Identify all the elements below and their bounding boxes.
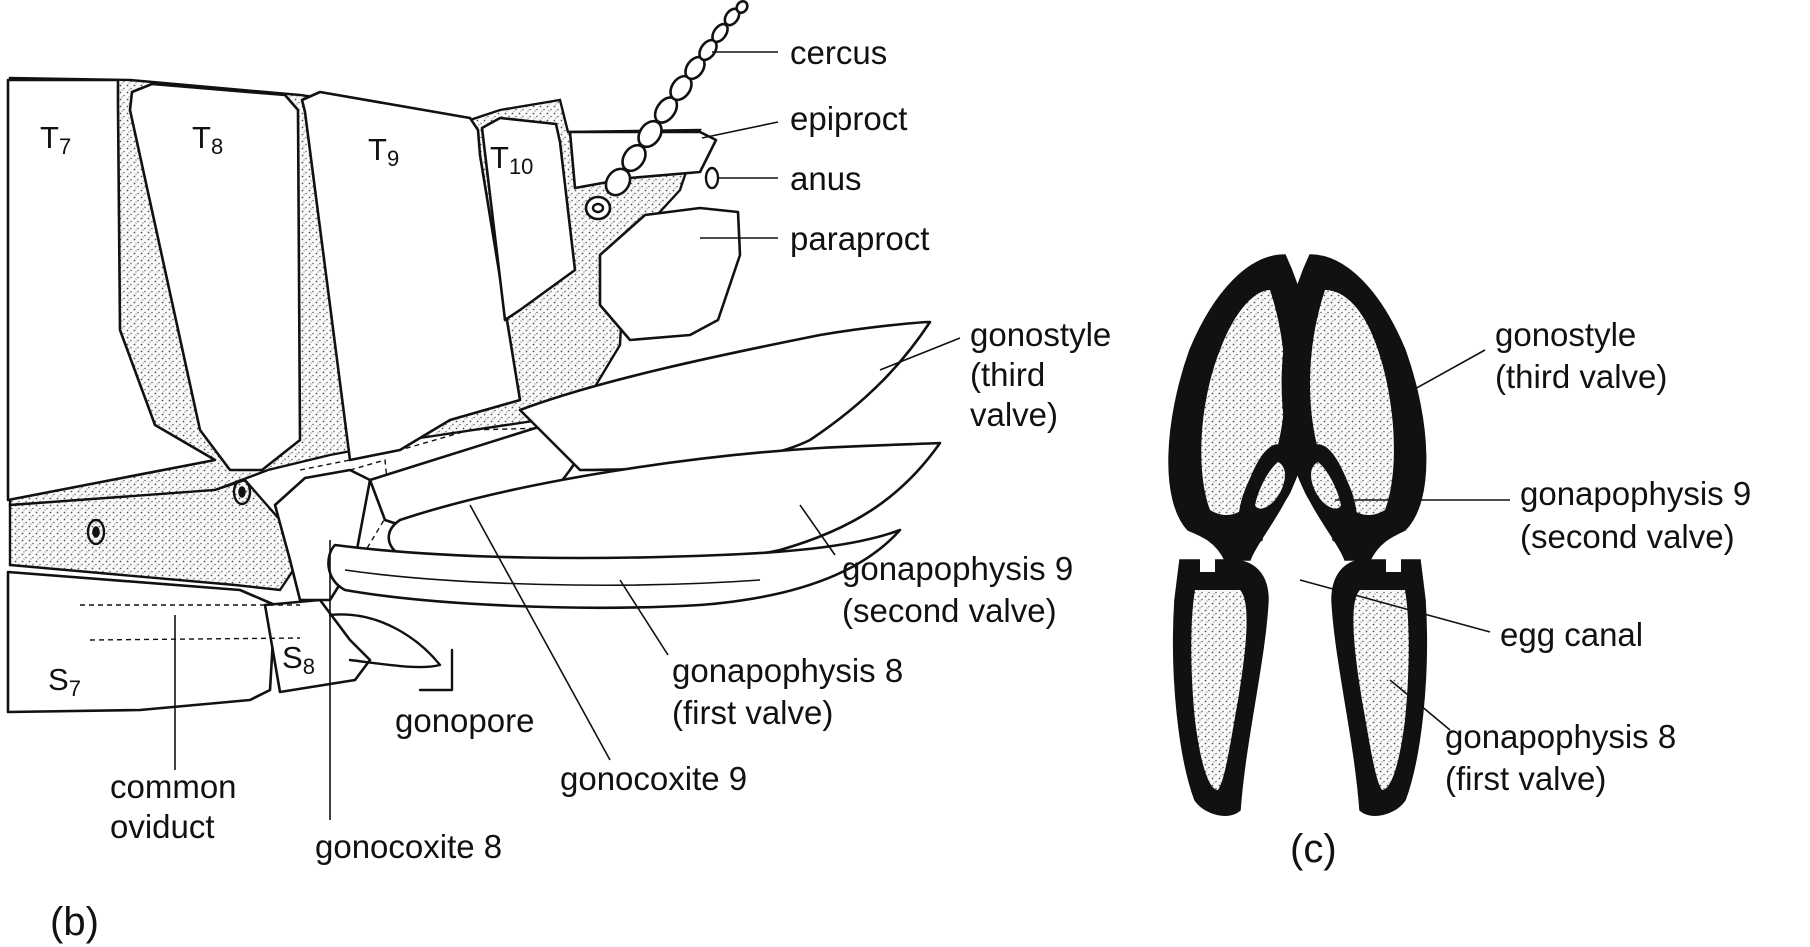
label-gonocoxite8: gonocoxite 8 — [315, 828, 502, 865]
label-gonostyle-3: valve) — [970, 396, 1058, 433]
label-c-gonapophysis8-1: gonapophysis 8 — [1445, 718, 1676, 755]
panel-label-b: (b) — [50, 900, 99, 944]
panel-label-c: (c) — [1290, 827, 1337, 871]
label-gonapophysis8-2: (first valve) — [672, 694, 833, 731]
label-gonostyle-2: (third — [970, 356, 1045, 393]
label-c-gonostyle-2: (third valve) — [1495, 358, 1667, 395]
panel-c-drawing — [1169, 255, 1426, 815]
label-cercus: cercus — [790, 34, 887, 71]
label-common-oviduct-1: common — [110, 768, 237, 805]
label-common-oviduct-2: oviduct — [110, 808, 215, 845]
anus — [706, 168, 718, 188]
label-c-gonapophysis8-2: (first valve) — [1445, 760, 1606, 797]
label-gonapophysis9-1: gonapophysis 9 — [842, 550, 1073, 587]
label-gonostyle-1: gonostyle — [970, 316, 1111, 353]
label-c-gonapophysis9-2: (second valve) — [1520, 518, 1735, 555]
label-c-egg-canal: egg canal — [1500, 616, 1643, 653]
sternite-8 — [265, 600, 370, 692]
label-gonopore: gonopore — [395, 702, 534, 739]
label-c-gonapophysis9-1: gonapophysis 9 — [1520, 475, 1751, 512]
label-c-gonostyle-1: gonostyle — [1495, 316, 1636, 353]
label-gonapophysis8-1: gonapophysis 8 — [672, 652, 903, 689]
label-paraproct: paraproct — [790, 220, 929, 257]
label-gonapophysis9-2: (second valve) — [842, 592, 1057, 629]
label-gonocoxite9: gonocoxite 9 — [560, 760, 747, 797]
label-anus: anus — [790, 160, 862, 197]
label-epiproct: epiproct — [790, 100, 907, 137]
